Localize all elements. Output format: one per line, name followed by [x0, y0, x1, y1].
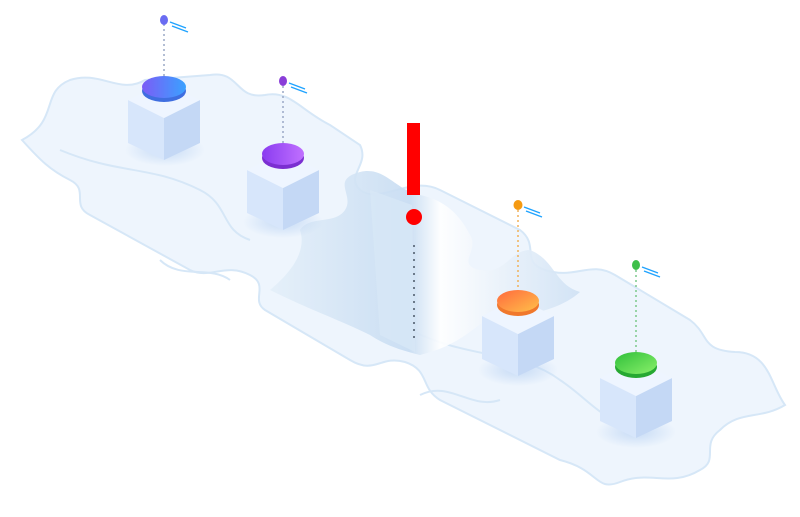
speed-lines-icon — [523, 206, 543, 218]
cube-right-face — [283, 170, 319, 230]
block-green — [596, 260, 676, 448]
cube-right-face — [164, 100, 200, 160]
pin-head — [279, 76, 287, 86]
cube-right-face — [518, 316, 554, 376]
exclamation-dot — [406, 209, 422, 225]
disc-top — [262, 143, 304, 165]
puzzle-seam-4 — [419, 389, 501, 403]
cube-right-face — [636, 378, 672, 438]
cube-left-face — [128, 100, 164, 160]
cube-left-face — [600, 378, 636, 438]
speed-lines-icon — [169, 21, 189, 33]
exclamation-bar — [407, 123, 420, 195]
speed-lines-icon — [641, 266, 661, 278]
cube-left-face — [247, 170, 283, 230]
disc-top — [615, 352, 657, 374]
block-purple — [243, 76, 323, 238]
pin-head — [160, 15, 168, 25]
cube-left-face — [482, 316, 518, 376]
hole-wall-shade — [370, 190, 415, 352]
pin-head — [632, 260, 640, 270]
puzzle-seam-1 — [59, 149, 251, 241]
block-blue — [125, 15, 205, 166]
disc-top — [497, 290, 539, 312]
pin-head — [513, 200, 523, 210]
puzzle-seam-3 — [159, 259, 231, 281]
exclamation-icon — [406, 123, 422, 225]
speed-lines-icon — [288, 82, 308, 94]
block-orange — [478, 200, 558, 386]
disc-top — [142, 76, 186, 98]
